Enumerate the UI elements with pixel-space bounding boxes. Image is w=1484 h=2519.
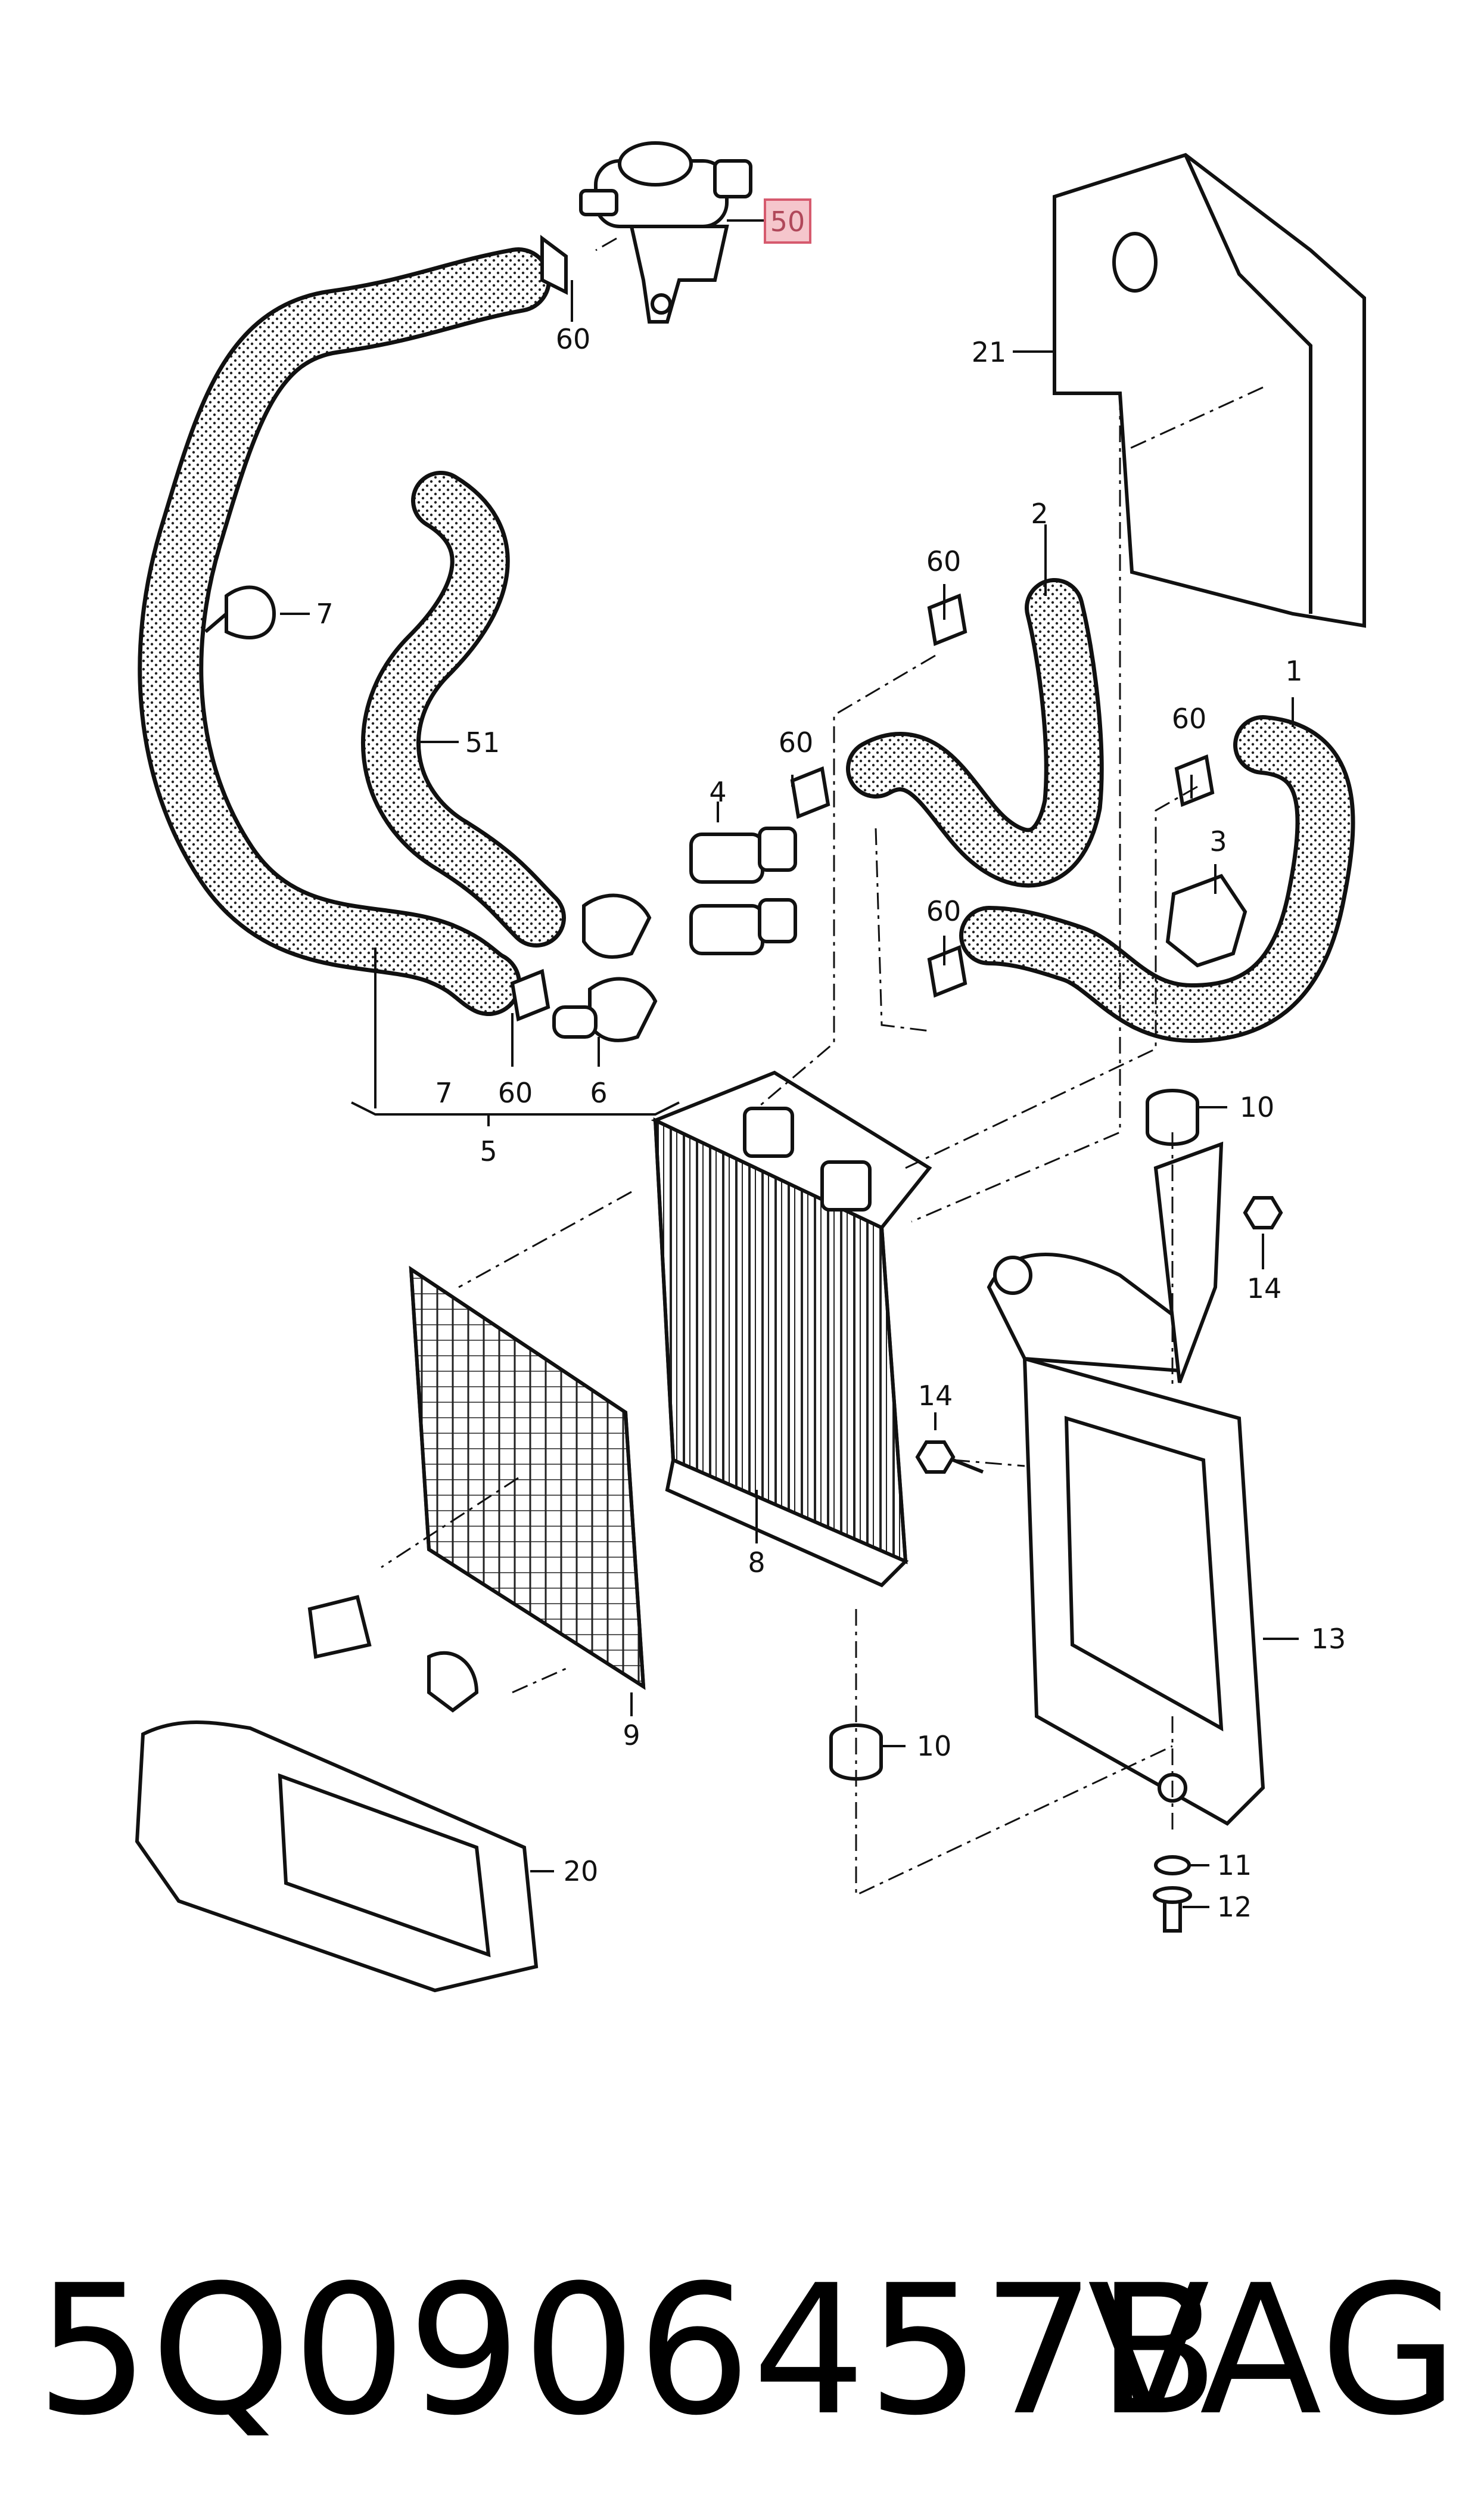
callout-7-clip[interactable]: 7 [316, 598, 333, 630]
callout-51[interactable]: 51 [465, 726, 500, 759]
bracket-13 [987, 1141, 1265, 1826]
callout-60-lower[interactable]: 60 [926, 895, 962, 927]
holder-3 [1165, 874, 1247, 968]
callout-3[interactable]: 3 [1209, 825, 1227, 858]
hose-main-left [138, 247, 551, 1016]
callout-5[interactable]: 5 [480, 1135, 497, 1167]
assembly-lines [381, 237, 1264, 1897]
callout-12[interactable]: 12 [1217, 1891, 1252, 1923]
hose-51 [361, 471, 566, 948]
exploded-parts-diagram: 50 60 21 2 60 7 1 51 60 60 4 3 60 7 60 6… [135, 141, 1366, 1993]
callout-14-right[interactable]: 14 [1247, 1272, 1282, 1304]
callout-10-top[interactable]: 10 [1240, 1091, 1275, 1123]
hose-clamps [510, 235, 1215, 1022]
callout-60-mid[interactable]: 60 [779, 726, 814, 759]
callout-60-group[interactable]: 60 [498, 1077, 533, 1109]
part-number-footer: 5Q0906457B VAG [36, 2223, 1460, 2479]
air-duct-21 [1053, 153, 1366, 628]
callout-2[interactable]: 2 [1031, 498, 1048, 530]
callout-60-valve[interactable]: 60 [556, 323, 591, 355]
callout-numbers: 50 60 21 2 60 7 1 51 60 60 4 3 60 7 60 6… [316, 206, 1346, 1923]
callout-6[interactable]: 6 [590, 1077, 607, 1109]
leader-lines [280, 219, 1299, 1908]
callout-1[interactable]: 1 [1285, 655, 1302, 687]
auxiliary-radiator [651, 1070, 932, 1588]
connector-4 [689, 827, 797, 955]
callout-11[interactable]: 11 [1217, 1849, 1252, 1881]
grille-9 [409, 1266, 646, 1690]
brand-name: VAG [1087, 2247, 1460, 2455]
callout-7-group[interactable]: 7 [435, 1077, 452, 1109]
hose-2 [846, 578, 1104, 888]
callout-20[interactable]: 20 [564, 1855, 599, 1887]
hose-clip-7 [204, 585, 276, 639]
callout-4[interactable]: 4 [709, 776, 726, 808]
callout-13[interactable]: 13 [1311, 1623, 1346, 1655]
part-number: 5Q0906457B [36, 2247, 1221, 2455]
callout-8[interactable]: 8 [748, 1546, 765, 1579]
callout-60-hose2[interactable]: 60 [926, 545, 962, 577]
callout-50[interactable]: 50 [770, 206, 805, 238]
buffers-10 [829, 1089, 1199, 1781]
air-guide-20 [135, 1595, 539, 1993]
callout-21[interactable]: 21 [972, 336, 1007, 368]
callout-9[interactable]: 9 [623, 1719, 640, 1751]
callout-highlight-box [764, 198, 811, 244]
electric-coolant-valve [579, 141, 752, 324]
callout-10-bottom[interactable]: 10 [917, 1730, 952, 1762]
elbow-connectors-6 [552, 893, 658, 1042]
callout-14-left[interactable]: 14 [918, 1380, 953, 1412]
callout-60-hose1[interactable]: 60 [1172, 703, 1207, 735]
hose-1 [959, 715, 1355, 1043]
fasteners [915, 1196, 1283, 1933]
